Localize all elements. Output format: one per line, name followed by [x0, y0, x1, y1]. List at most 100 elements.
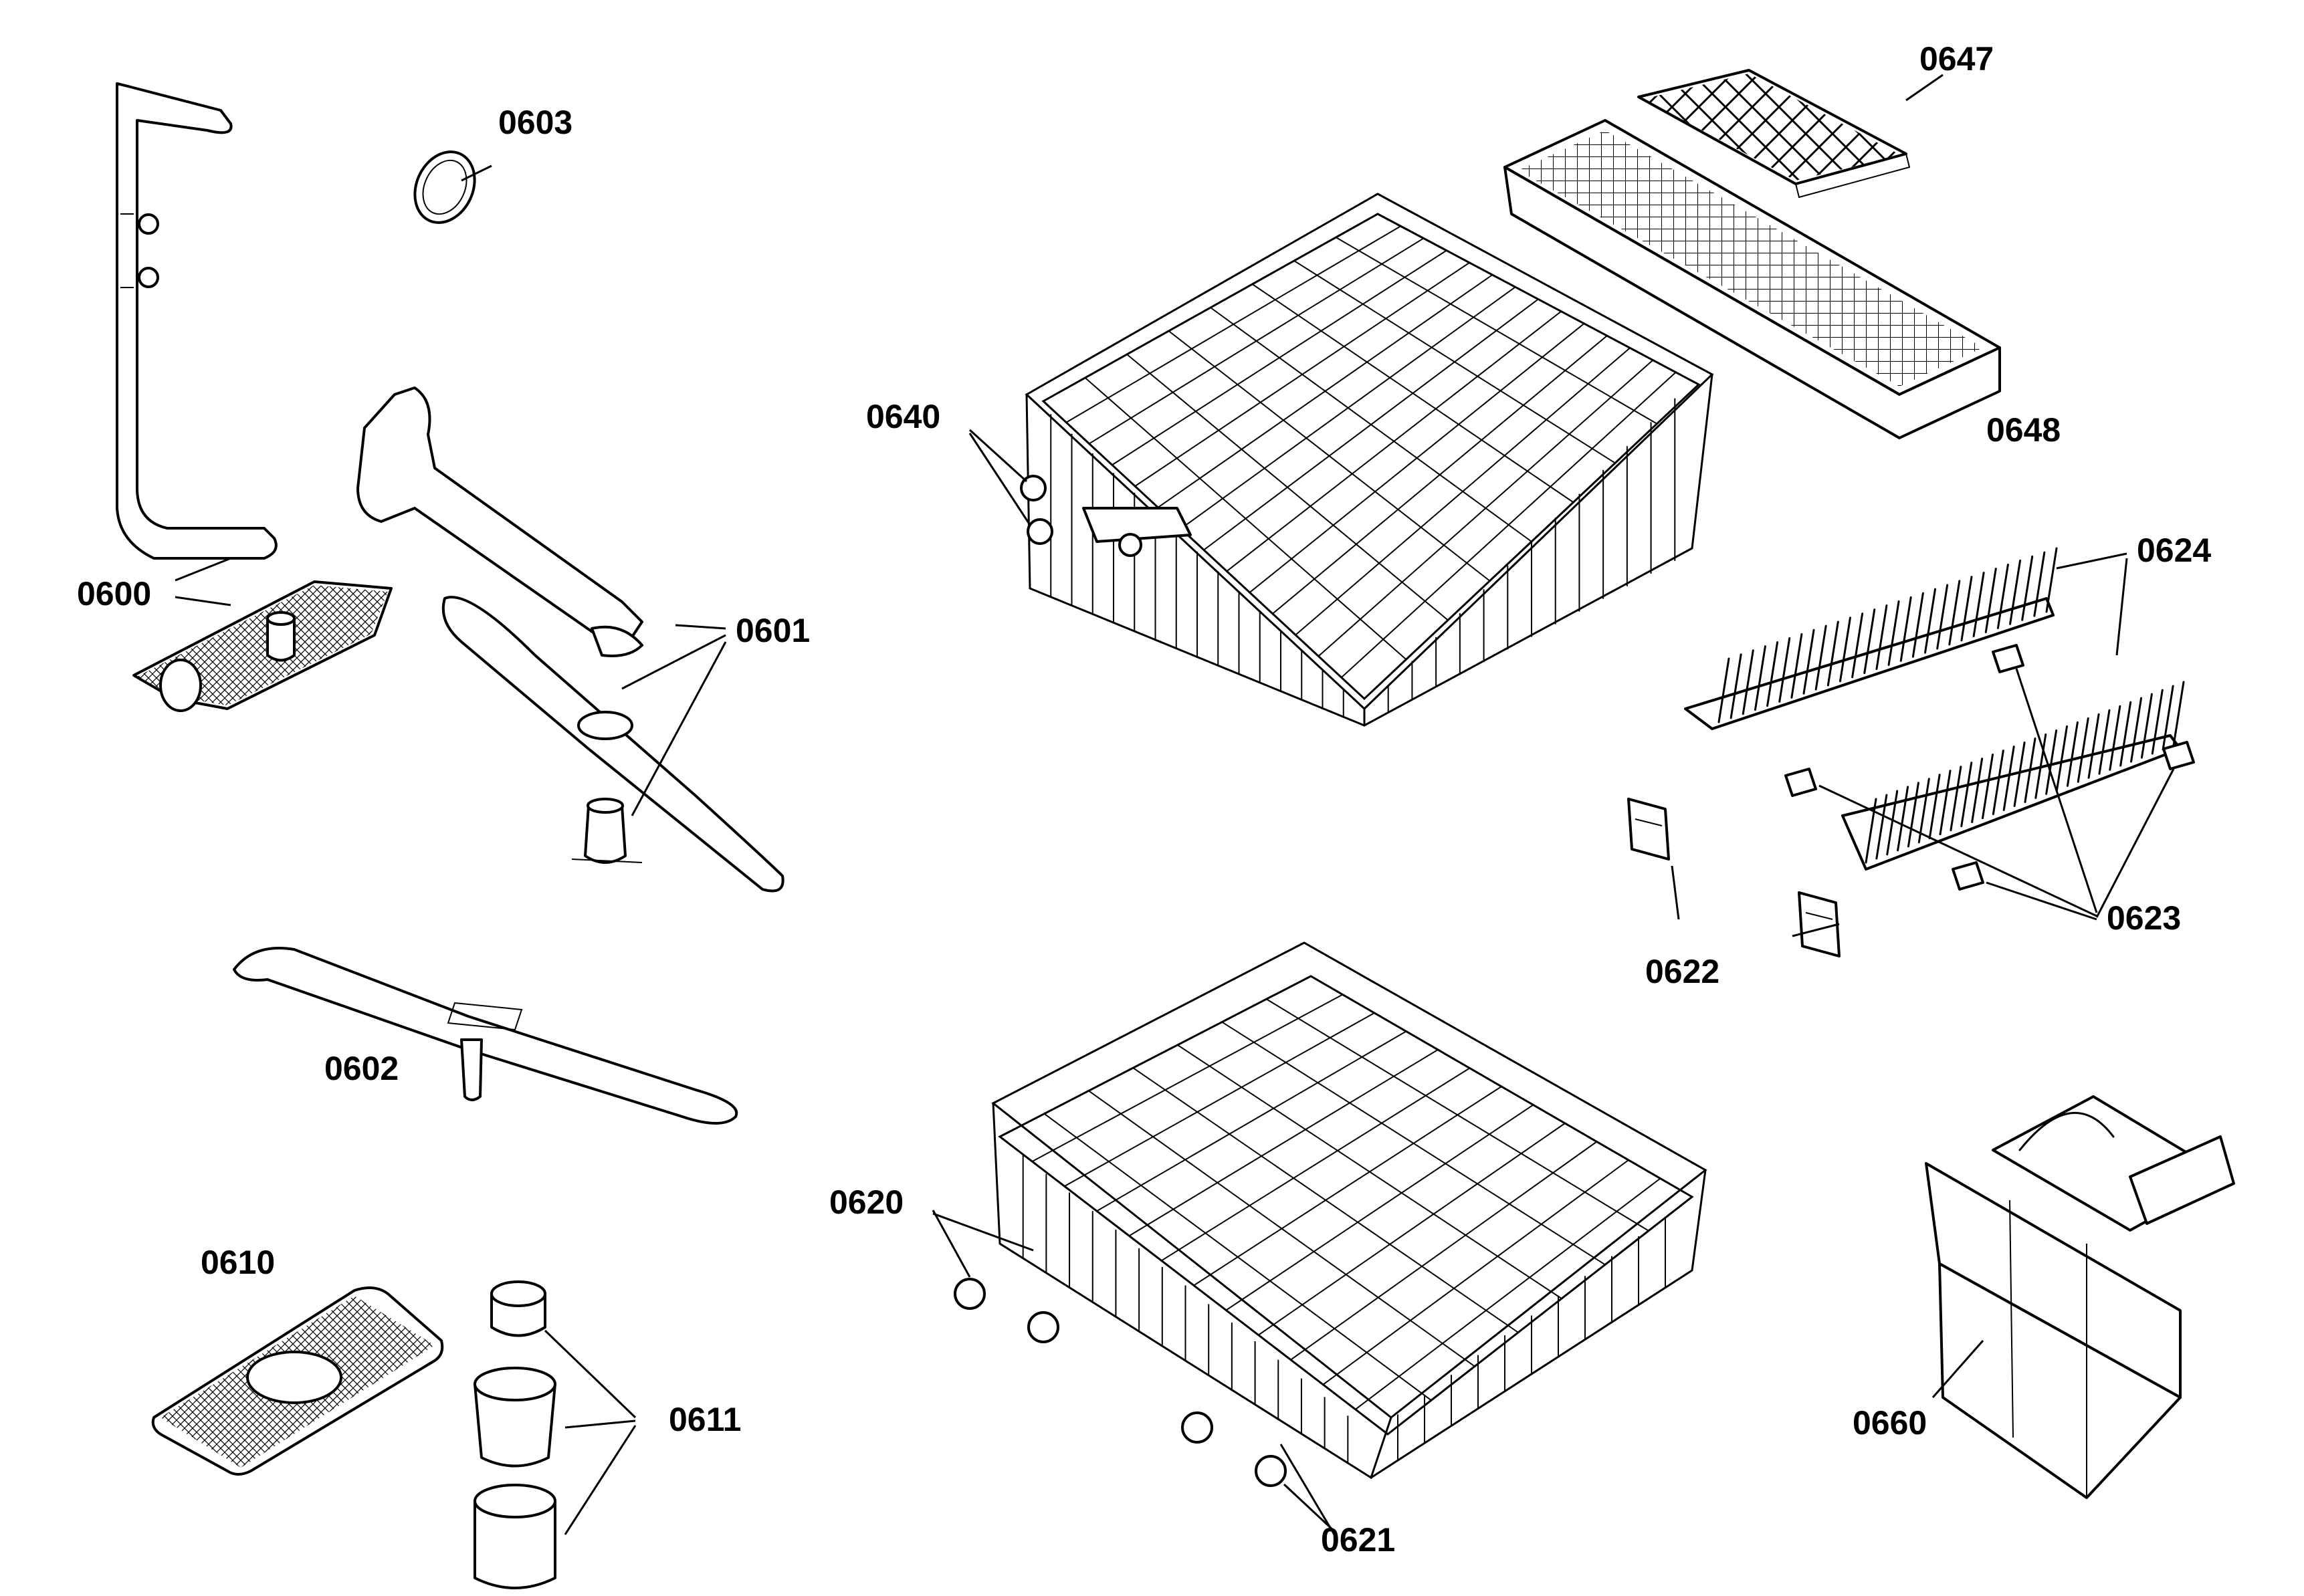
label-0622: 0622: [1645, 953, 1719, 990]
wire-segment: [2098, 709, 2111, 775]
part-0601-upper-spray-arm: [356, 386, 784, 893]
label-0640: 0640: [866, 398, 940, 435]
wire-segment: [1886, 790, 1899, 856]
wire-segment: [1911, 592, 1924, 658]
wire-segment: [2045, 729, 2058, 795]
part-0611-filter-cylinders: [474, 1280, 556, 1589]
wire-segment: [1766, 641, 1779, 707]
part-0602-lower-spray-arm: [233, 947, 738, 1125]
wire-segment: [1948, 580, 1961, 646]
wire-segment: [1992, 750, 2004, 816]
wire-segment: [2140, 693, 2153, 759]
wire-segment: [1031, 994, 1343, 1162]
wire-segment: [2066, 721, 2079, 787]
wire-segment: [1875, 604, 1888, 671]
label-0602: 0602: [324, 1050, 399, 1087]
wire-segment: [2172, 681, 2185, 747]
label-0624: 0624: [2137, 532, 2211, 569]
wire-segment: [1839, 616, 1851, 683]
label-0603: 0603: [498, 104, 572, 141]
wire-segment: [2130, 697, 2143, 763]
wire-segment: [2087, 713, 2100, 779]
part-0648-cutlery-tray: [1503, 119, 2001, 439]
wire-segment: [1290, 1141, 1598, 1361]
wire-segment: [2009, 559, 2022, 625]
tine-row-1: [1717, 547, 2058, 723]
part-0610-flat-filter: [151, 1286, 444, 1476]
wire-segment: [1950, 766, 1962, 832]
wire-segment: [1875, 794, 1888, 860]
wire-segment: [1266, 998, 1649, 1232]
wire-segment: [1802, 629, 1815, 695]
wire-segment: [2013, 742, 2026, 808]
wire-segment: [1225, 1104, 1534, 1311]
part-0620-lower-basket: [954, 941, 1707, 1487]
wire-segment: [1814, 624, 1827, 691]
wire-segment: [1132, 1067, 1519, 1333]
wire-segment: [1897, 786, 1909, 852]
wire-segment: [1168, 330, 1491, 582]
label-0648: 0648: [1986, 411, 2061, 449]
upper-basket-wires: [1050, 225, 1677, 717]
wire-segment: [1981, 754, 1994, 820]
wire-segment: [2109, 705, 2121, 771]
wire-segment: [1754, 645, 1766, 711]
wire-segment: [2034, 733, 2047, 799]
wire-segment: [1960, 576, 1973, 642]
wire-segment: [2033, 551, 2046, 617]
part-0647-cup-shelf: [1637, 69, 1911, 199]
wire-segment: [1971, 758, 1984, 824]
wire-segment: [1293, 260, 1616, 464]
wire-segment: [1221, 1021, 1606, 1266]
label-0660: 0660: [1853, 1404, 1927, 1442]
wire-segment: [1251, 283, 1574, 503]
wire-segment: [1996, 563, 2009, 629]
wire-segment: [1742, 649, 1754, 715]
label-0647: 0647: [1919, 40, 1994, 78]
wire-segment: [2119, 701, 2132, 767]
wire-segment: [1936, 584, 1949, 650]
wire-segment: [1088, 1090, 1475, 1367]
wire-segment: [2024, 737, 2036, 803]
wire-segment: [1064, 1012, 1375, 1187]
wire-segment: [1960, 762, 1973, 828]
part-0622-rack-clips: [1627, 798, 1841, 957]
part-0624-tine-racks: [1684, 547, 2185, 871]
wire-segment: [2162, 685, 2174, 751]
wire-segment: [2056, 725, 2069, 791]
wire-segment: [2021, 555, 2034, 621]
wire-segment: [1084, 377, 1407, 661]
label-0610: 0610: [201, 1244, 275, 1281]
label-0621: 0621: [1321, 1521, 1395, 1559]
wire-segment: [2077, 717, 2089, 783]
part-labels: 0600 0601 0602 0603 0610 0611 0620 0621 …: [77, 40, 2211, 1559]
wire-segment: [1887, 600, 1900, 666]
wire-segment: [1865, 798, 1877, 864]
wire-segment: [1210, 307, 1532, 542]
wire-segment: [1335, 237, 1658, 425]
wire-segment: [1177, 1044, 1562, 1299]
wire-segment: [2002, 746, 2015, 812]
wire-segment: [1917, 778, 1930, 844]
part-0623-small-clips: [1784, 644, 2195, 891]
label-0600: 0600: [77, 575, 151, 612]
wire-segment: [2151, 689, 2164, 755]
part-0603-nozzle: [413, 150, 476, 224]
wire-segment: [1128, 1049, 1439, 1237]
wire-segment: [1851, 612, 1864, 679]
wire-segment: [1790, 633, 1803, 699]
wire-segment: [1928, 774, 1941, 840]
wire-segment: [1939, 770, 1952, 836]
wire-segment: [2045, 547, 2058, 613]
tine-row-2: [1865, 681, 2185, 864]
wire-segment: [1322, 1159, 1629, 1385]
wire-segment: [1096, 1030, 1407, 1212]
part-0640-upper-basket: [1020, 193, 1714, 727]
wire-segment: [1907, 782, 1919, 848]
wire-segment: [1193, 1086, 1502, 1286]
label-0623: 0623: [2107, 899, 2181, 937]
wire-segment: [1258, 1123, 1566, 1336]
label-0620: 0620: [829, 1183, 904, 1221]
wire-segment: [1863, 608, 1876, 675]
